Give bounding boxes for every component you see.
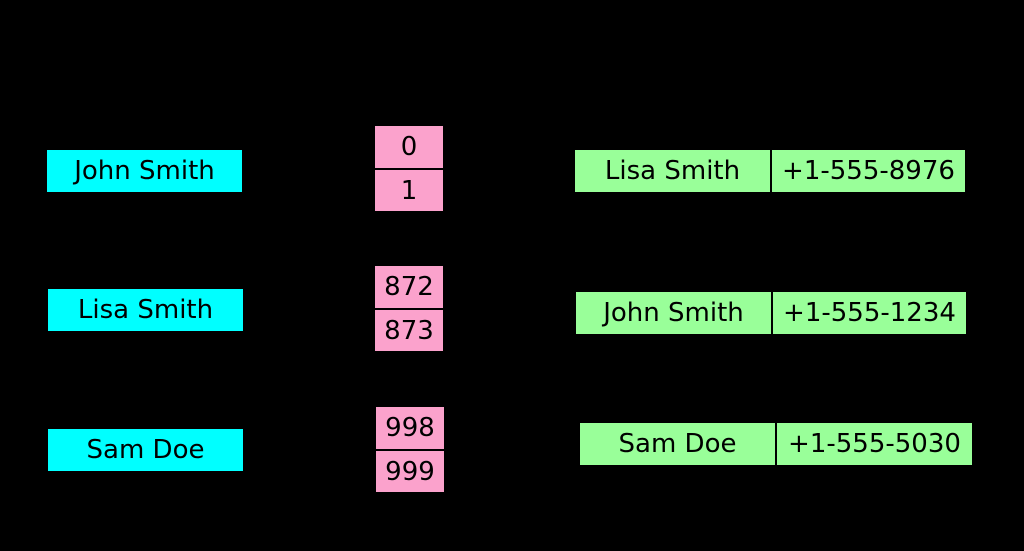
key-box-lisa-smith: Lisa Smith bbox=[48, 289, 243, 331]
index-cell-bottom: 999 bbox=[376, 449, 444, 492]
index-cell-top: 0 bbox=[400, 132, 418, 162]
key-label: Lisa Smith bbox=[77, 295, 214, 325]
index-box-998-999: 998 999 bbox=[376, 407, 444, 492]
index-cell-top: 872 bbox=[384, 272, 434, 302]
key-box-john-smith: John Smith bbox=[47, 150, 242, 192]
entry-box-sam-doe: Sam Doe +1-555-5030 bbox=[580, 423, 972, 465]
index-box-872-873: 872 873 bbox=[375, 266, 443, 351]
entry-name-cell: Lisa Smith bbox=[575, 150, 772, 192]
entry-box-lisa-smith: Lisa Smith +1-555-8976 bbox=[575, 150, 965, 192]
entry-box-john-smith: John Smith +1-555-1234 bbox=[576, 292, 966, 334]
entry-name-cell: John Smith bbox=[576, 292, 773, 334]
key-label: Sam Doe bbox=[86, 435, 205, 465]
entry-phone-cell: +1-555-8976 bbox=[782, 156, 955, 186]
entry-phone-cell: +1-555-5030 bbox=[788, 429, 961, 459]
index-box-0-1: 0 1 bbox=[375, 126, 443, 211]
entry-phone-cell: +1-555-1234 bbox=[783, 298, 956, 328]
index-cell-bottom: 1 bbox=[375, 168, 443, 211]
key-box-sam-doe: Sam Doe bbox=[48, 429, 243, 471]
index-cell-top: 998 bbox=[385, 413, 435, 443]
entry-name-cell: Sam Doe bbox=[580, 423, 777, 465]
index-cell-bottom: 873 bbox=[375, 308, 443, 351]
key-label: John Smith bbox=[74, 156, 215, 186]
